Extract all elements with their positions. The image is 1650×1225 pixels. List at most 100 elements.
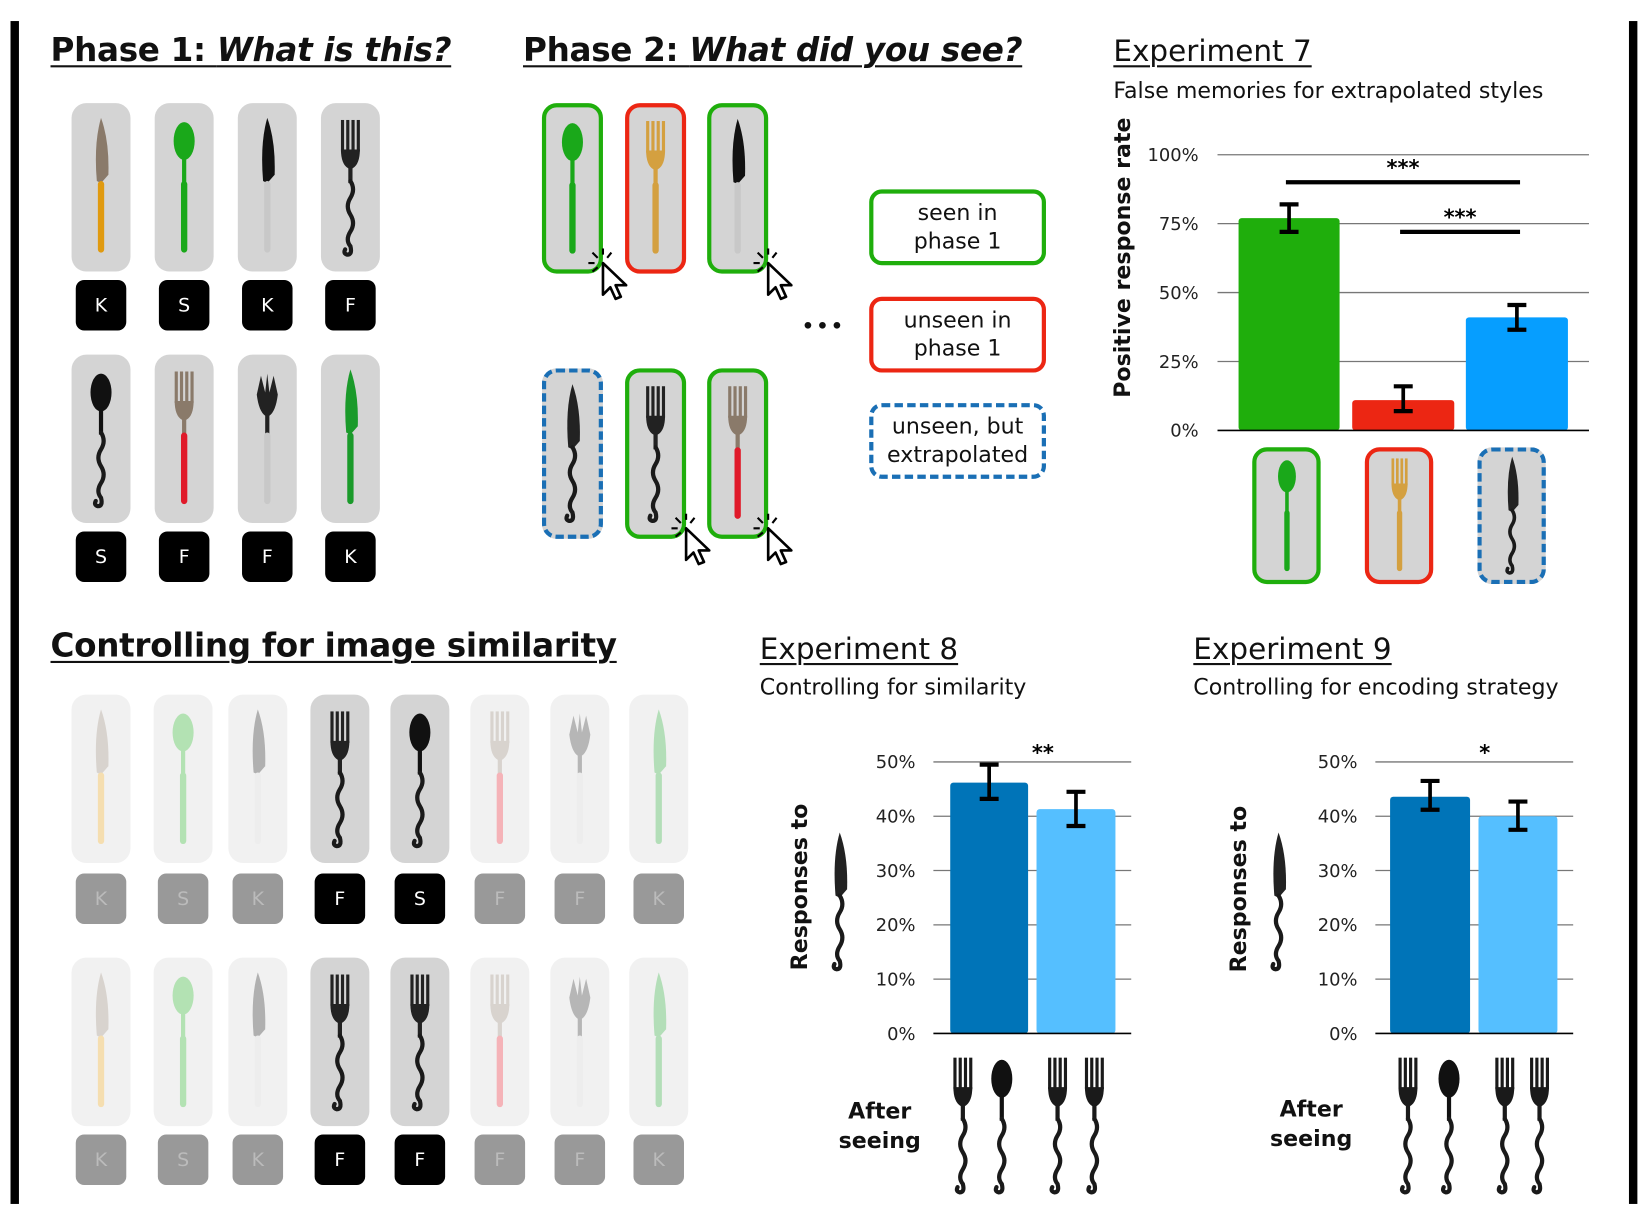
legend-label: unseen in phase 1 (903, 307, 1012, 361)
key-label: S (157, 1134, 209, 1186)
utensil-tile (154, 354, 214, 524)
utensil-tile (390, 957, 450, 1127)
fork-icon (942, 1049, 984, 1201)
key-label: F (325, 279, 376, 331)
y-tick-label: 50% (1159, 283, 1199, 304)
bar-0 (1238, 218, 1340, 431)
ylabel-knife (1257, 826, 1299, 978)
significance-label: ** (1032, 740, 1054, 765)
fork-icon (1484, 1049, 1526, 1201)
key-label: F (242, 531, 293, 582)
after-seeing-utensil (1484, 1049, 1526, 1201)
utensil-tile (629, 957, 689, 1127)
key-label: K (242, 279, 293, 331)
fork-icon (163, 363, 205, 515)
y-tick-label: 40% (876, 807, 916, 828)
legend-dashed: unseen, but extrapolated (869, 403, 1046, 479)
exp7-subtitle: False memories for extrapolated styles (1113, 77, 1544, 104)
key-label: K (325, 531, 376, 582)
y-tick-label: 50% (1318, 752, 1358, 773)
bar-1 (1478, 816, 1558, 1034)
knife-icon (717, 113, 759, 265)
phase2-card-green[interactable] (707, 368, 769, 539)
exp8-subtitle: Controlling for similarity (759, 674, 1027, 700)
after-seeing-utensil (1037, 1049, 1079, 1201)
key-label: K (232, 873, 284, 925)
exp9-title: Experiment 9 (1193, 631, 1392, 667)
exp8-after-seeing-label: After seeing (838, 1098, 921, 1154)
spoon-icon (80, 363, 122, 515)
exp8-y-axis-label: Responses to (787, 803, 813, 971)
utensil-tile (470, 694, 530, 863)
utensil-tile (310, 694, 370, 863)
phase2-title: Phase 2: What did you see? (523, 32, 1023, 70)
phase2-card-red[interactable] (625, 103, 687, 274)
exp7-title: Experiment 7 (1113, 33, 1312, 69)
knife-icon (237, 966, 279, 1118)
fork-icon (635, 378, 677, 530)
ellipsis: • • • (801, 315, 843, 338)
phase2-card-green[interactable] (625, 368, 687, 539)
utensil-tile (629, 694, 689, 863)
fork-icon (479, 703, 521, 855)
knife-icon (246, 112, 288, 264)
knife-icon (237, 703, 279, 855)
y-tick-label: 50% (876, 752, 916, 773)
utensil-tile (390, 694, 450, 863)
fork-icon (717, 378, 759, 530)
after-seeing-utensil (1387, 1049, 1429, 1201)
bar-0 (950, 782, 1029, 1034)
legend-label: unseen, but extrapolated (887, 413, 1029, 468)
fork-icon (1073, 1049, 1115, 1201)
utensil-tile (71, 694, 131, 863)
significance-label: *** (1386, 155, 1419, 180)
y-tick-label: 10% (1318, 969, 1358, 990)
phase2-card-dashed[interactable] (541, 368, 603, 539)
knife-icon (80, 112, 122, 264)
spoon-icon (981, 1049, 1023, 1201)
knife-icon (329, 363, 371, 515)
spoon-icon (163, 112, 205, 264)
key-label: S (75, 531, 127, 582)
phase1-title-prefix: Phase 1: (50, 31, 217, 70)
spoon-icon (162, 703, 204, 855)
legend-red: unseen in phase 1 (869, 296, 1046, 373)
right-border (1628, 21, 1638, 1204)
y-tick-label: 0% (1170, 421, 1198, 442)
bar-2 (1465, 317, 1568, 431)
cursor-click-icon (753, 513, 799, 567)
spoon-icon (162, 966, 204, 1118)
key-label: F (554, 873, 606, 925)
exp7-category-dashed (1477, 447, 1546, 585)
exp8-title: Experiment 8 (759, 631, 959, 667)
legend-green: seen in phase 1 (869, 189, 1046, 266)
fork-icon (319, 703, 361, 855)
legend-label: seen in phase 1 (913, 199, 1002, 254)
after-seeing-utensil (1428, 1049, 1470, 1201)
fork-icon (329, 112, 371, 264)
y-tick-label: 30% (1318, 861, 1358, 882)
knife-icon (80, 703, 122, 855)
y-tick-label: 0% (1329, 1024, 1357, 1045)
spork-icon (559, 966, 601, 1118)
after-seeing-utensil (1518, 1049, 1560, 1201)
key-label: S (157, 873, 209, 925)
utensil-tile (310, 957, 370, 1127)
key-label: F (394, 1134, 446, 1186)
phase2-card-green[interactable] (707, 103, 769, 274)
spoon-icon (1269, 451, 1305, 580)
knife-icon (638, 966, 680, 1118)
spoon-icon (551, 113, 593, 265)
utensil-tile (154, 103, 214, 272)
utensil-tile (550, 957, 610, 1127)
phase1-title: Phase 1: What is this? (51, 32, 452, 70)
utensil-tile (470, 957, 530, 1127)
key-label: S (158, 279, 210, 331)
knife-icon (819, 826, 861, 978)
key-label: K (75, 1134, 127, 1186)
y-tick-label: 10% (876, 969, 916, 990)
phase2-card-green[interactable] (541, 103, 603, 274)
bar-1 (1352, 400, 1455, 431)
key-label: S (394, 873, 446, 925)
